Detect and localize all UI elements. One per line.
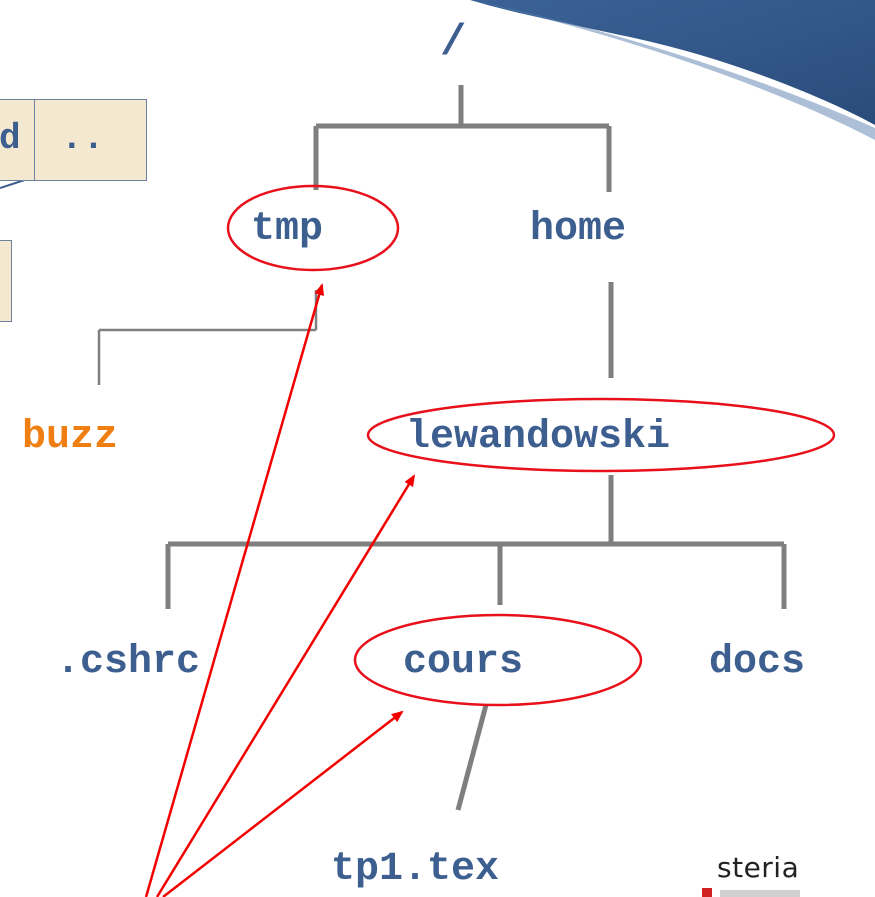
logo-mark-gray [720, 890, 800, 897]
node-tmp: tmp [251, 207, 324, 252]
node-home: home [530, 207, 627, 252]
tmp-buzz-connector [97, 290, 318, 385]
cours-highlight-ellipse [353, 613, 643, 707]
node-buzz: buzz [22, 415, 119, 460]
command-box-partial: d [0, 99, 36, 181]
banner-shape [470, 0, 875, 125]
logo-mark-red [702, 888, 712, 897]
arrow-to-lewandowski [155, 474, 416, 897]
arrow-to-cours [162, 710, 404, 897]
node-cours: cours [403, 640, 524, 685]
command-box-parent-dir: .. [34, 99, 147, 181]
command-box-partial-text: d [0, 118, 21, 159]
node-lewandowski: lewandowski [406, 415, 671, 460]
arrow-to-tmp [144, 283, 325, 897]
root-node: / [440, 18, 467, 68]
steria-logo: steria [717, 851, 800, 884]
command-box-lower [0, 240, 12, 322]
connector-cours-to-tp1 [455, 704, 489, 811]
node-docs: docs [709, 640, 806, 685]
node-cshrc: .cshrc [56, 640, 201, 685]
logo-mark [702, 888, 800, 897]
tmp-highlight-ellipse [226, 184, 400, 272]
red-arrows [144, 283, 416, 897]
lewandowski-highlight-ellipse [366, 397, 836, 473]
tree-connectors [165, 85, 787, 811]
command-box-parent-dir-text: .. [61, 118, 105, 159]
highlight-ellipses [226, 184, 836, 707]
node-tp1: tp1.tex [331, 847, 500, 892]
